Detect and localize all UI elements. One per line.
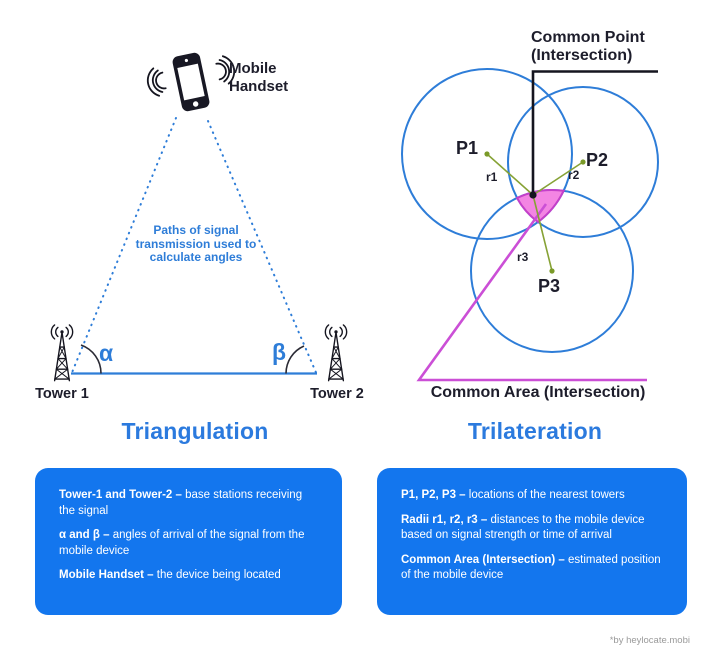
mobile-phone-icon (172, 52, 210, 112)
common-area-label: Common Area (Intersection) (430, 384, 646, 401)
r1-label: r1 (486, 170, 498, 184)
common-point-label: Common Point (Intersection) (531, 29, 645, 64)
common-area-pointer-line (416, 203, 647, 382)
trilateration-title: Trilateration (467, 418, 603, 444)
legend-item-term: Common Area (Intersection) – (401, 553, 565, 566)
alpha-angle-label: α (99, 340, 114, 366)
common-point-dot (529, 191, 537, 199)
beta-angle-label: β (272, 339, 287, 365)
legend-item: Tower-1 and Tower-2 – base stations rece… (59, 488, 318, 519)
legend-item-definition: locations of the nearest towers (465, 489, 625, 501)
legend-item-term: P1, P2, P3 – (401, 489, 466, 501)
tower-1-label: Tower 1 (35, 386, 89, 402)
trilateration-diagram (401, 68, 659, 382)
cell-tower-1-icon (50, 324, 74, 382)
legend-item-term: Radii r1, r2, r3 – (401, 513, 488, 526)
p2-label: P2 (586, 150, 609, 170)
signal-paths-note: Paths of signal transmission used to cal… (135, 223, 257, 264)
signal-path-lines (71, 117, 317, 374)
triangulation-title: Triangulation (121, 418, 269, 444)
radius-lines (486, 153, 584, 272)
legend-item: Radii r1, r2, r3 – distances to the mobi… (401, 513, 663, 544)
legend-item-definition: angles of arrival of the signal from the… (59, 529, 305, 557)
legend-item-term: Tower-1 and Tower-2 – (59, 489, 182, 501)
signal-waves-left-icon (146, 67, 167, 97)
legend-item: α and β – angles of arrival of the signa… (59, 528, 318, 559)
signal-waves-right-icon (215, 55, 236, 85)
common-area-shape (515, 189, 566, 224)
legend-item-term: α and β – (59, 529, 110, 541)
legend-item: Mobile Handset – the device being locate… (59, 568, 318, 584)
legend-item-definition: base stations receiving the signal (59, 489, 303, 517)
legend-item: Common Area (Intersection) – estimated p… (401, 553, 663, 584)
legend-item-definition: the device being located (153, 569, 281, 581)
cell-tower-2-icon (324, 324, 348, 382)
triangulation-diagram (50, 52, 348, 382)
tower-2-label: Tower 2 (310, 386, 364, 402)
tower-center-dots (484, 151, 586, 274)
p1-label: P1 (456, 138, 479, 158)
legend-item-definition: distances to the mobile device based on … (401, 513, 645, 542)
legend-item-term: Mobile Handset – (59, 569, 154, 581)
legend-item: P1, P2, P3 – locations of the nearest to… (401, 488, 663, 504)
p3-label: P3 (538, 276, 561, 296)
triangulation-legend-box: Tower-1 and Tower-2 – base stations rece… (35, 468, 342, 615)
legend-item-definition: estimated position of the mobile device (401, 553, 661, 582)
beta-angle-arc (285, 345, 305, 374)
trilateration-legend-box: P1, P2, P3 – locations of the nearest to… (377, 468, 687, 615)
attribution-credit: *by heylocate.mobi (609, 635, 690, 646)
mobile-handset-label: Mobile Handset (229, 60, 289, 95)
r2-label: r2 (568, 168, 580, 182)
r3-label: r3 (517, 250, 529, 264)
common-point-pointer-line (531, 70, 658, 195)
alpha-angle-arc (80, 344, 102, 374)
